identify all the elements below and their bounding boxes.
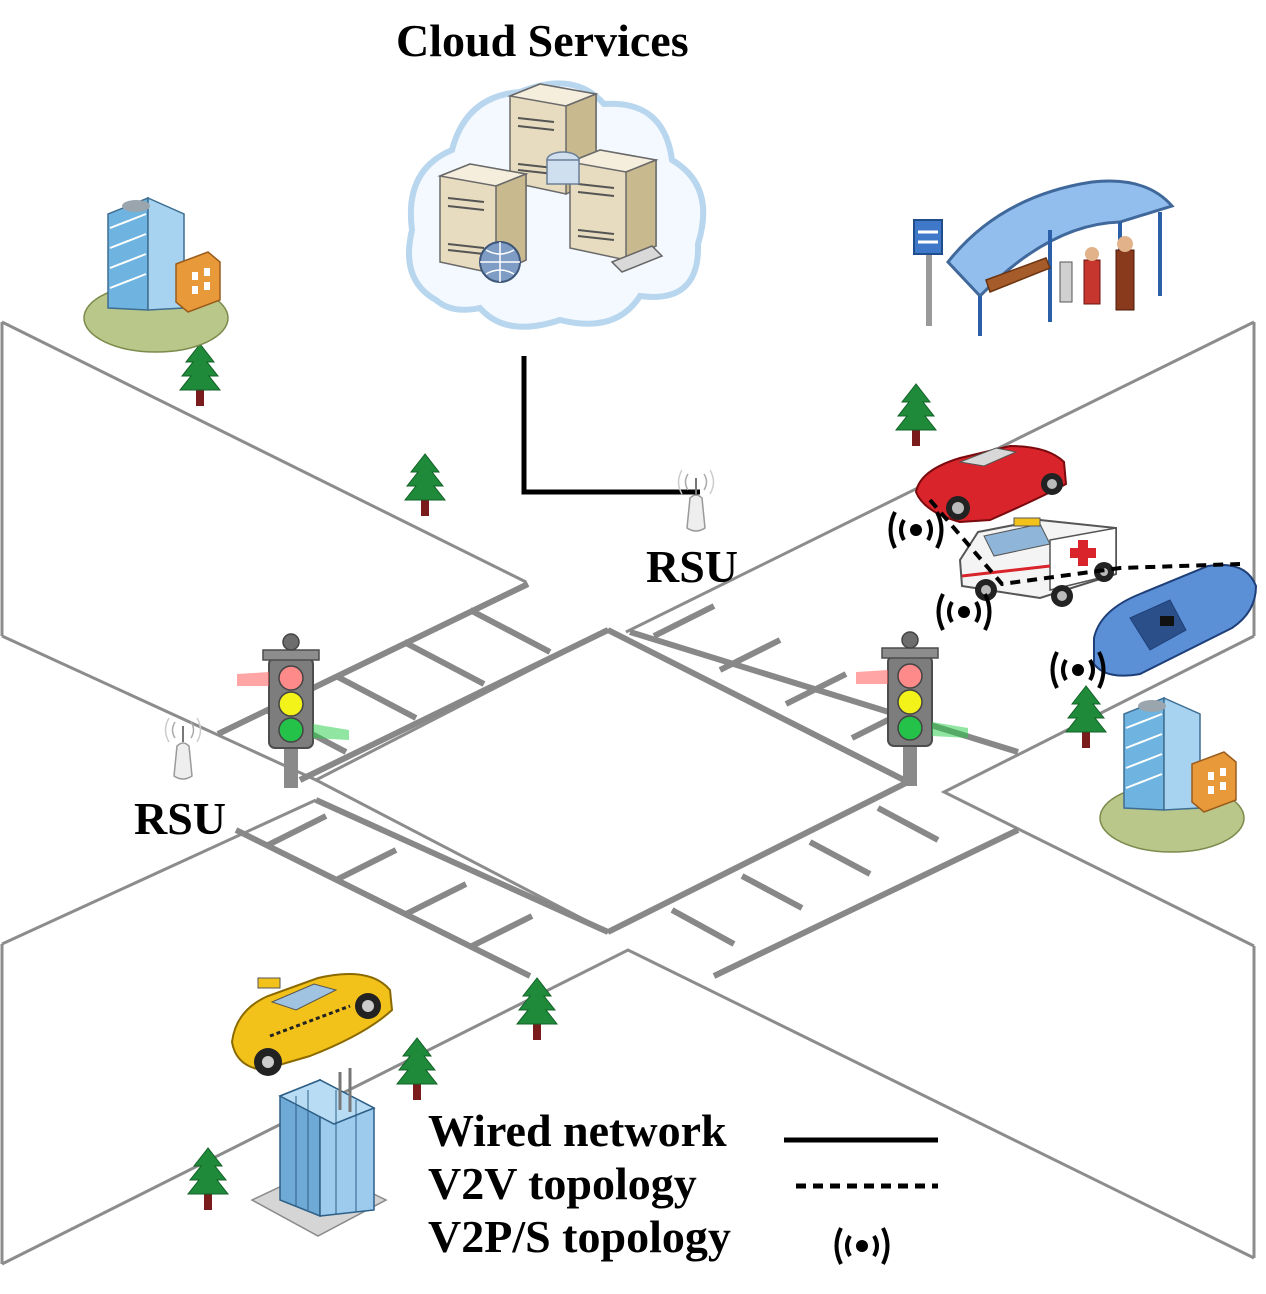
tree-icon [179,343,221,407]
tree-icon [895,383,937,447]
skyscraper-icon [250,1068,388,1237]
rsu-antenna-icon [677,469,715,532]
rsu-label-right: RSU [646,541,739,592]
rsu-antenna-icon [164,717,202,780]
bus-shelter-icon [913,179,1175,336]
tree-icon [404,453,446,517]
legend-wired-label: Wired network [428,1105,727,1156]
red-car-icon [914,444,1068,524]
tree-icon [187,1147,229,1211]
blue-car-icon [1093,564,1258,677]
signal-icon [888,510,944,550]
legend-v2v-label: V2V topology [428,1158,697,1209]
cloud-server-icon [406,80,707,330]
ambulance-icon [958,517,1117,607]
legend-v2ps-label: V2P/S topology [428,1211,731,1262]
rsu-label-left: RSU [134,793,227,844]
diagram-title: Cloud Services [396,15,689,66]
crosswalks [216,581,1020,979]
taxi-icon [230,973,394,1076]
legend-signal-icon [834,1226,890,1266]
tree-icon [1065,685,1107,749]
v2v-link-line [928,498,1241,587]
building-icon [1099,697,1245,853]
wired-network-line [521,356,700,495]
building-icon [83,197,229,353]
